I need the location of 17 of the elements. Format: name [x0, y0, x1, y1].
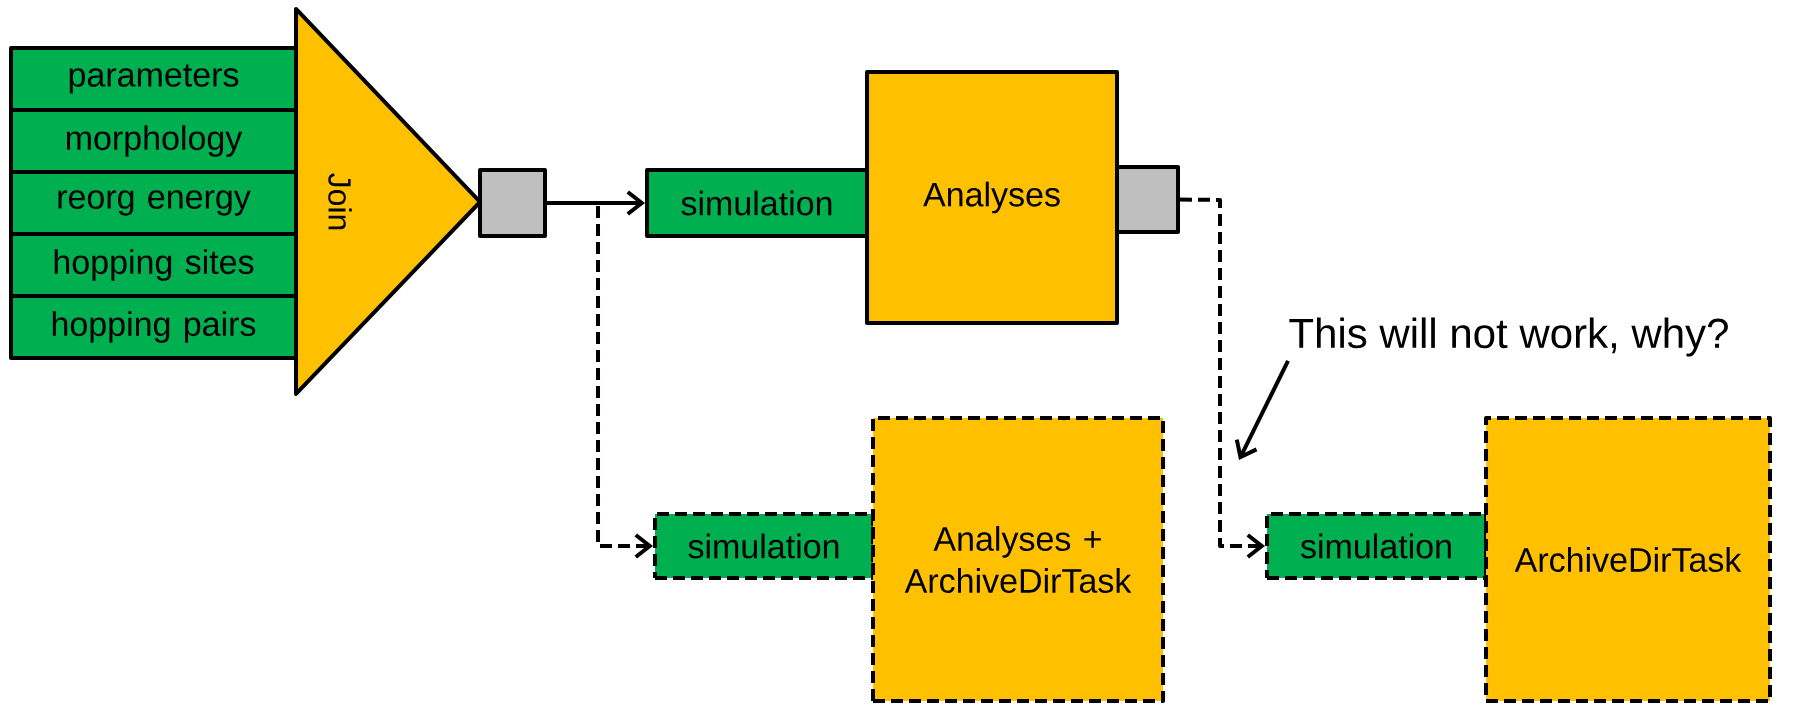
input-box: simulation	[653, 512, 875, 580]
pointer-arrow	[1234, 360, 1290, 460]
dashed-arrow	[1180, 197, 1265, 559]
input-box: reorg energy	[9, 170, 298, 236]
task-box: Analyses + ArchiveDirTask	[871, 416, 1165, 703]
join-triangle: Join	[294, 7, 482, 396]
input-box: simulation	[1265, 512, 1488, 580]
task-box: ArchiveDirTask	[1484, 416, 1772, 703]
annotation-text: This will not work, why?	[1289, 317, 1728, 357]
input-box: hopping sites	[9, 232, 298, 298]
input-box: simulation	[645, 168, 869, 238]
task-box: Analyses	[865, 70, 1119, 325]
dashed-arrow	[547, 201, 653, 559]
input-box: morphology	[9, 108, 298, 174]
input-box: parameters	[9, 46, 298, 112]
port-square	[478, 168, 547, 238]
input-box: hopping pairs	[9, 294, 298, 360]
